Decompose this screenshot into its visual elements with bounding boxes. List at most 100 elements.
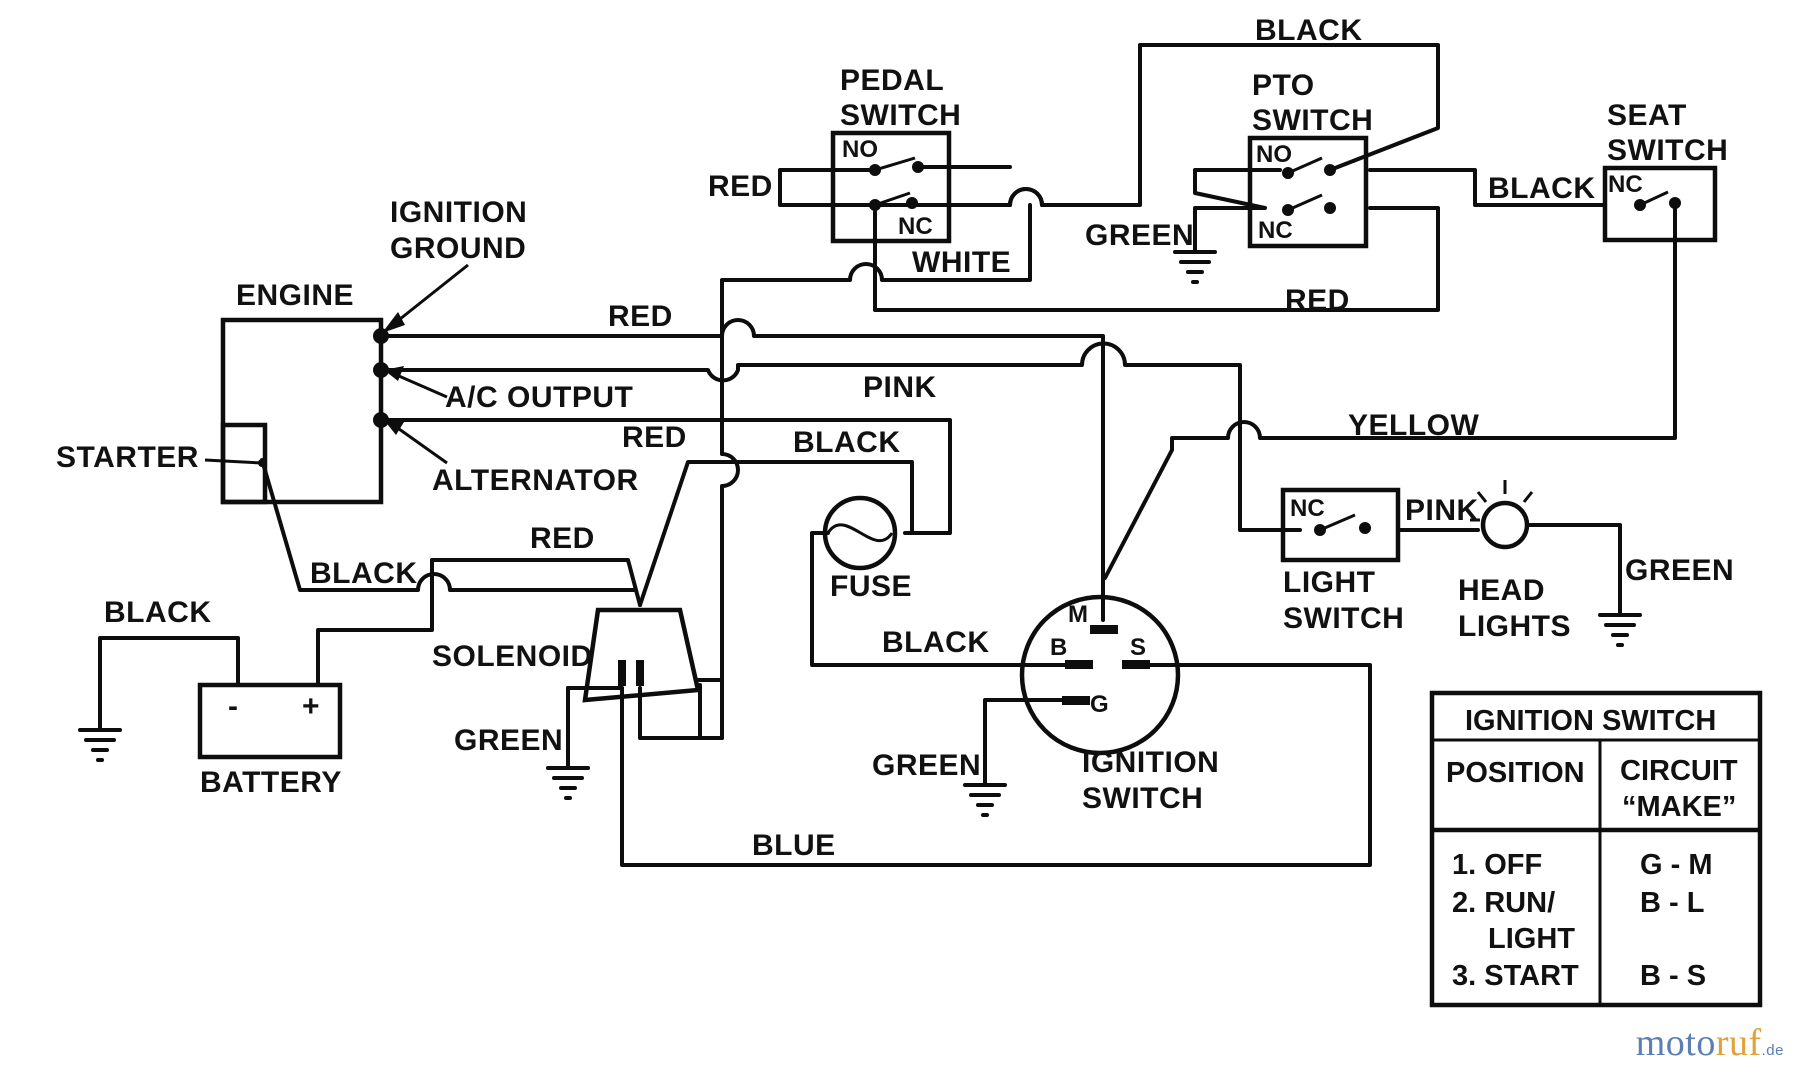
wire-blue	[620, 663, 1372, 867]
wire-pink-ac	[380, 341, 1302, 532]
wire-label-black-battery: BLACK	[104, 596, 212, 629]
wire-label-black-ignition: BLACK	[882, 626, 990, 659]
wire-yellow	[1103, 203, 1677, 580]
ground-lights	[1598, 613, 1642, 647]
label-ignition-switch-1: IGNITION	[1082, 746, 1219, 779]
watermark-logo: motoruf.de	[1636, 1021, 1784, 1065]
label-pedal-switch-1: PEDAL	[840, 64, 944, 97]
table-title: IGNITION SWITCH	[1465, 705, 1716, 737]
ground-battery	[78, 728, 122, 762]
label-ignition-ground-2: GROUND	[390, 232, 526, 265]
ignition-switch-table: IGNITION SWITCH POSITION CIRCUIT “MAKE” …	[1429, 690, 1763, 1008]
watermark-suffix: .de	[1761, 1042, 1784, 1059]
label-pedal-nc: NC	[898, 213, 933, 240]
wire-label-red-pto: RED	[1285, 284, 1350, 317]
label-engine: ENGINE	[236, 279, 354, 312]
label-pto-switch-2: SWITCH	[1252, 104, 1373, 137]
head-lights	[1470, 480, 1534, 550]
wire-red-pedal	[778, 168, 877, 207]
wire-black-top	[1049, 43, 1440, 207]
label-ignition-ground-1: IGNITION	[390, 196, 527, 229]
battery	[197, 682, 343, 760]
wire-labels: BLACK RED WHITE GREEN RED BLACK RED PINK…	[104, 14, 1734, 862]
wire-label-yellow: YELLOW	[1348, 409, 1480, 442]
wire-label-black-top: BLACK	[1255, 14, 1363, 47]
table-row-4-circuit: B - S	[1640, 960, 1706, 992]
label-battery-plus: +	[302, 690, 320, 723]
wire-green-ignition	[983, 698, 1082, 787]
label-pto-switch-1: PTO	[1252, 69, 1315, 102]
wire-label-black-fuse: BLACK	[793, 426, 901, 459]
wire-label-green-lights: GREEN	[1625, 554, 1734, 587]
table-row-2-position: 2. RUN/	[1452, 887, 1555, 919]
watermark-part1: moto	[1635, 1022, 1716, 1064]
wire-label-red-pedal: RED	[708, 170, 773, 203]
table-row-2-circuit: B - L	[1640, 887, 1704, 919]
wire-solenoid-bus	[638, 686, 724, 740]
label-ac-output: A/C OUTPUT	[445, 381, 633, 414]
pedal-switch	[830, 130, 1044, 244]
table-row-3-position: LIGHT	[1488, 923, 1575, 955]
ignition-switch	[1019, 594, 1181, 756]
label-alternator: ALTERNATOR	[432, 464, 639, 497]
label-head-lights-1: HEAD	[1458, 574, 1545, 607]
label-light-switch-1: LIGHT	[1283, 566, 1376, 599]
label-head-lights-2: LIGHTS	[1458, 610, 1571, 643]
label-solenoid: SOLENOID	[432, 640, 593, 673]
label-light-nc: NC	[1290, 495, 1325, 522]
label-fuse: FUSE	[830, 570, 912, 603]
label-battery: BATTERY	[200, 766, 342, 799]
label-ignition-switch-2: SWITCH	[1082, 782, 1203, 815]
wire-red-solenoid	[430, 558, 642, 622]
ground-ignition	[963, 783, 1007, 817]
table-row-4-position: 3. START	[1452, 960, 1579, 992]
label-starter: STARTER	[56, 441, 199, 474]
seat-switch	[1602, 165, 1718, 243]
wire-label-green-solenoid: GREEN	[454, 724, 563, 757]
wire-label-pink-ac: PINK	[863, 371, 937, 404]
wire-label-pink-light: PINK	[1405, 494, 1479, 527]
solenoid	[566, 607, 722, 703]
wire-black-battery	[98, 636, 240, 732]
wire-green-lights	[1528, 523, 1622, 617]
wire-bus	[698, 316, 740, 740]
table-col-circuit-1: CIRCUIT	[1620, 755, 1738, 787]
label-seat-switch-1: SEAT	[1607, 99, 1687, 132]
label-term-m: M	[1068, 601, 1088, 628]
wire-label-blue: BLUE	[752, 829, 836, 862]
wire-black-ignition	[810, 531, 1077, 667]
ground-solenoid	[546, 766, 590, 800]
wire-label-black-seat: BLACK	[1488, 172, 1596, 205]
wire-label-red-alt: RED	[622, 421, 687, 454]
wire-label-white: WHITE	[912, 246, 1011, 279]
label-pto-no: NO	[1256, 141, 1292, 168]
label-pedal-switch-2: SWITCH	[840, 99, 961, 132]
table-col-circuit-2: “MAKE”	[1622, 791, 1736, 823]
wire-battery-plus	[316, 618, 434, 687]
label-term-s: S	[1130, 634, 1146, 661]
label-light-switch-2: SWITCH	[1283, 602, 1404, 635]
fuse	[822, 495, 898, 571]
label-term-g: G	[1090, 691, 1109, 718]
pto-switch	[1247, 135, 1369, 249]
wire-label-red-ground: RED	[608, 300, 673, 333]
label-seat-switch-2: SWITCH	[1607, 134, 1728, 167]
wire-pedal-nc-red	[873, 206, 1440, 312]
wire-green-pto	[1193, 168, 1282, 254]
ground-pto	[1173, 250, 1217, 284]
wire-label-green-ignition: GREEN	[872, 749, 981, 782]
engine	[204, 263, 469, 505]
wire-label-green-pto: GREEN	[1085, 219, 1194, 252]
label-term-b: B	[1050, 634, 1067, 661]
label-pedal-no: NO	[842, 136, 878, 163]
ground-symbols	[78, 250, 1642, 817]
label-battery-minus: -	[228, 690, 239, 723]
table-row-1-circuit: G - M	[1640, 849, 1713, 881]
table-row-1-position: 1. OFF	[1452, 849, 1542, 881]
component-labels: ENGINE IGNITION GROUND A/C OUTPUT ALTERN…	[56, 64, 1728, 815]
label-seat-nc: NC	[1608, 171, 1643, 198]
wire-red-alt	[380, 418, 952, 535]
wire-label-red-solenoid: RED	[530, 522, 595, 555]
wire-black-seat	[1368, 168, 1607, 207]
